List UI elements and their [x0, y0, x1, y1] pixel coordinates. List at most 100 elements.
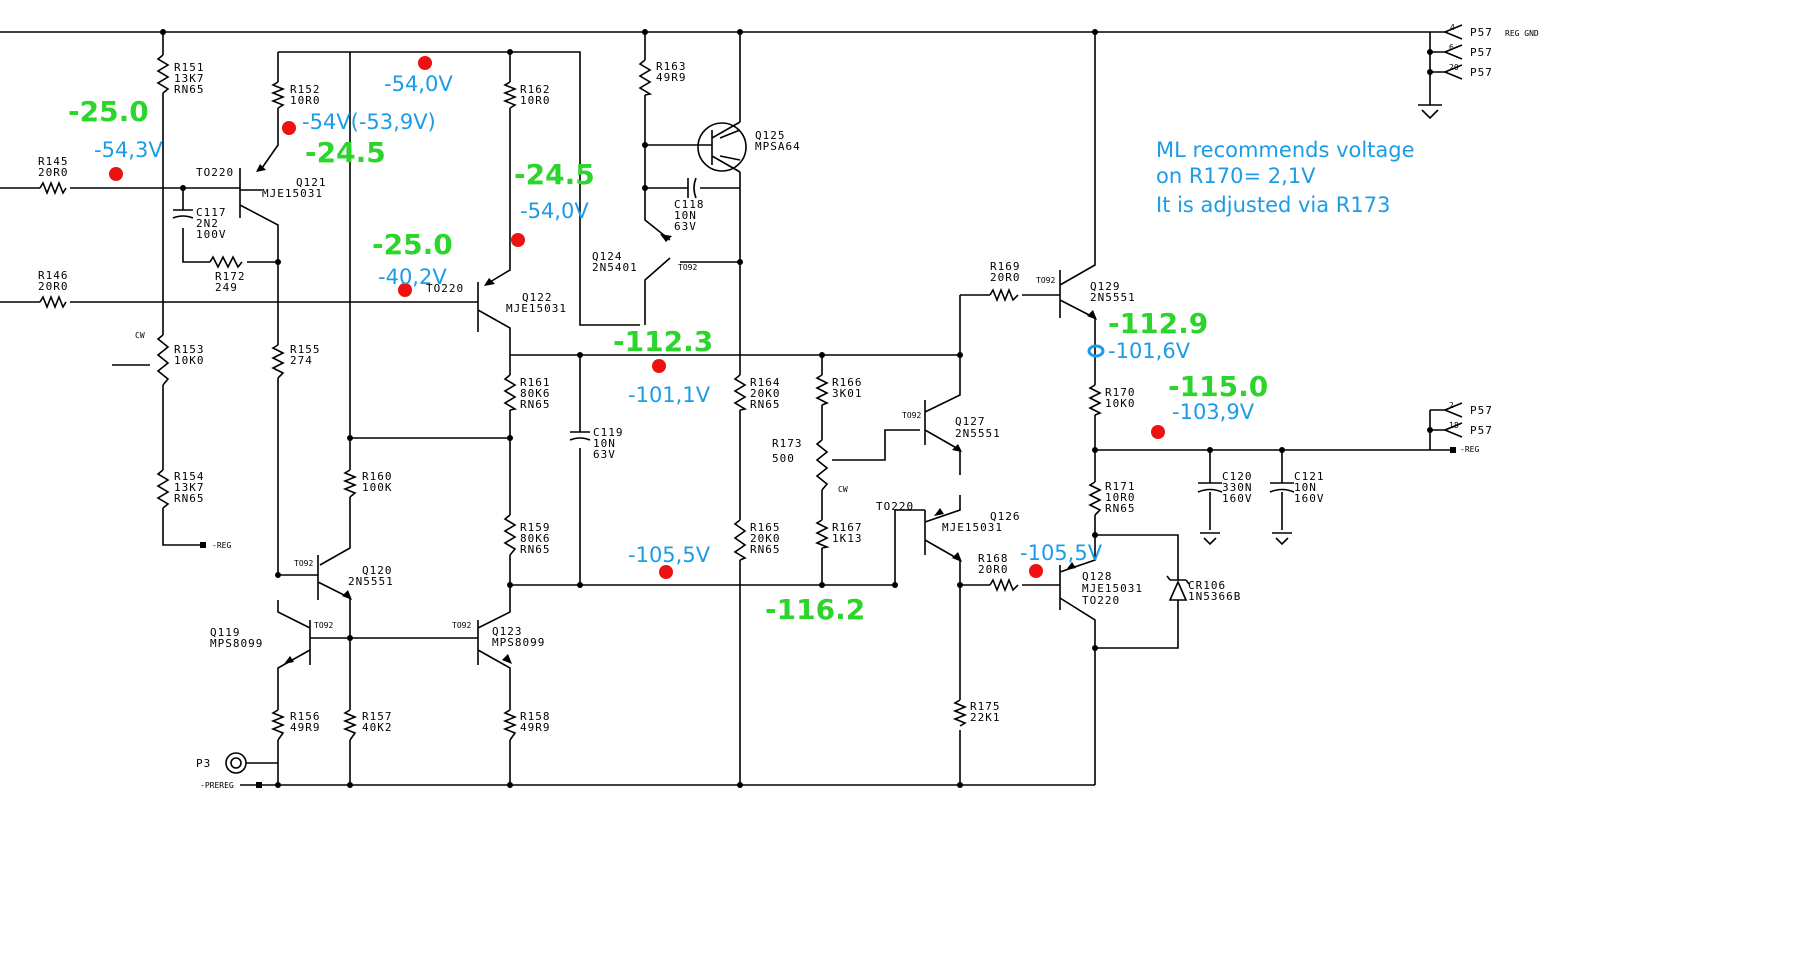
- p57-6-name: P57: [1470, 46, 1493, 59]
- p57-2-name: P57: [1470, 404, 1493, 417]
- r159-body: [503, 514, 517, 556]
- q123-package: TO92: [452, 621, 471, 630]
- probe-dot: [282, 121, 296, 135]
- r164-body: [733, 374, 748, 411]
- q126-package: TO220: [876, 500, 914, 513]
- r157-value: 40K2: [362, 721, 393, 734]
- p3-label: P3: [196, 757, 211, 770]
- connector-labels: 4 P57 REG GND 6 P57 20 P57 2 P57 18 P57 …: [196, 23, 1539, 790]
- q127-package: TO92: [902, 411, 921, 420]
- r165-body: [733, 519, 747, 561]
- r171-value: 10R0: [1105, 491, 1136, 504]
- r151-body: [156, 54, 170, 94]
- r161-label: R161: [520, 376, 551, 389]
- reading-green: -24.5: [305, 136, 386, 169]
- reg-left-label: -REG: [212, 541, 231, 550]
- p57-reg-gnd: P57: [1470, 26, 1493, 39]
- r146-label: R146: [38, 269, 69, 282]
- c118-body: [687, 177, 697, 199]
- r153-label: R153: [174, 343, 205, 356]
- reading-green: -25.0: [372, 228, 453, 261]
- reg-right-label: -REG: [1460, 445, 1479, 454]
- r162-body: [502, 81, 518, 109]
- component-labels: R151 13K7 RN65 R152 10R0 R145 20R0 TO220…: [38, 60, 1325, 734]
- r164-value: 20K0: [750, 387, 781, 400]
- note-line-1: ML recommends voltage: [1156, 138, 1415, 162]
- capacitors: [172, 177, 1295, 493]
- r145-label: R145: [38, 155, 69, 168]
- q122-label: Q122: [522, 291, 553, 304]
- c121-value: 10N: [1294, 481, 1317, 494]
- q127-label: Q127: [955, 415, 986, 428]
- probe-ring: [1087, 344, 1105, 358]
- r153-cw: CW: [135, 331, 145, 340]
- q125-label: Q125: [755, 129, 786, 142]
- q129-part: 2N5551: [1090, 291, 1136, 304]
- r151-type: RN65: [174, 83, 205, 96]
- r154-label: R154: [174, 470, 205, 483]
- probe-points: [109, 56, 1165, 579]
- r172-label: R172: [215, 270, 246, 283]
- r152-label: R152: [290, 83, 321, 96]
- q121-label: Q121: [296, 176, 327, 189]
- r158-body: [502, 709, 518, 741]
- r167-label: R167: [832, 521, 863, 534]
- r155-label: R155: [290, 343, 321, 356]
- connector-symbols: [200, 24, 1463, 788]
- c117-voltage: 100V: [196, 228, 227, 241]
- r160-value: 100K: [362, 481, 393, 494]
- r166-body: [815, 374, 829, 406]
- wires: [0, 31, 1450, 786]
- r151-value: 13K7: [174, 72, 205, 85]
- r160-label: R160: [362, 470, 393, 483]
- r156-body: [270, 709, 286, 741]
- c117-label: C117: [196, 206, 227, 219]
- r165-label: R165: [750, 521, 781, 534]
- r164-label: R164: [750, 376, 781, 389]
- r160-body: [342, 469, 358, 498]
- r157-label: R157: [362, 710, 393, 723]
- r169-value: 20R0: [990, 271, 1021, 284]
- r154-type: RN65: [174, 492, 205, 505]
- probe-dot: [1151, 425, 1165, 439]
- pin-4: 4: [1450, 23, 1455, 32]
- c120-body: [1197, 482, 1223, 493]
- r162-value: 10R0: [520, 94, 551, 107]
- q125-part: MPSA64: [755, 140, 801, 153]
- r165-type: RN65: [750, 543, 781, 556]
- c119-voltage: 63V: [593, 448, 616, 461]
- c120-value: 330N: [1222, 481, 1253, 494]
- r167-value: 1K13: [832, 532, 863, 545]
- r168-label: R168: [978, 552, 1009, 565]
- cr106-part: 1N5366B: [1188, 590, 1241, 603]
- q123-label: Q123: [492, 625, 523, 638]
- r175-value: 22K1: [970, 711, 1001, 724]
- reading-blue: -40,2V: [378, 265, 447, 289]
- r170-body: [1088, 384, 1102, 416]
- q124-label: Q124: [592, 250, 623, 263]
- blue-readings: -54,3V -54,0V -54V(-53,9V) -54,0V -40,2V…: [94, 72, 1255, 567]
- q125-body: [697, 122, 747, 172]
- r154-value: 13K7: [174, 481, 205, 494]
- r171-body: [1088, 481, 1102, 516]
- c120-label: C120: [1222, 470, 1253, 483]
- p3-jack: [225, 752, 247, 774]
- r170-value: 10K0: [1105, 397, 1136, 410]
- q123-part: MPS8099: [492, 636, 545, 649]
- q128-part: MJE15031: [1082, 582, 1143, 595]
- reading-blue: -101,6V: [1108, 339, 1191, 363]
- r168-value: 20R0: [978, 563, 1009, 576]
- r165-value: 20K0: [750, 532, 781, 545]
- r156-value: 49R9: [290, 721, 321, 734]
- q122-package: TO220: [426, 282, 464, 295]
- reading-green: -25.0: [68, 95, 149, 128]
- r157-body: [342, 709, 358, 741]
- reading-blue: -54V(-53,9V): [302, 110, 436, 134]
- c117-body: [172, 209, 194, 219]
- r158-value: 49R9: [520, 721, 551, 734]
- resistors: [39, 54, 1102, 741]
- cr106-label: CR106: [1188, 579, 1226, 592]
- r173-label: R173: [772, 437, 803, 450]
- c121-body: [1269, 482, 1295, 493]
- c121-voltage: 160V: [1294, 492, 1325, 505]
